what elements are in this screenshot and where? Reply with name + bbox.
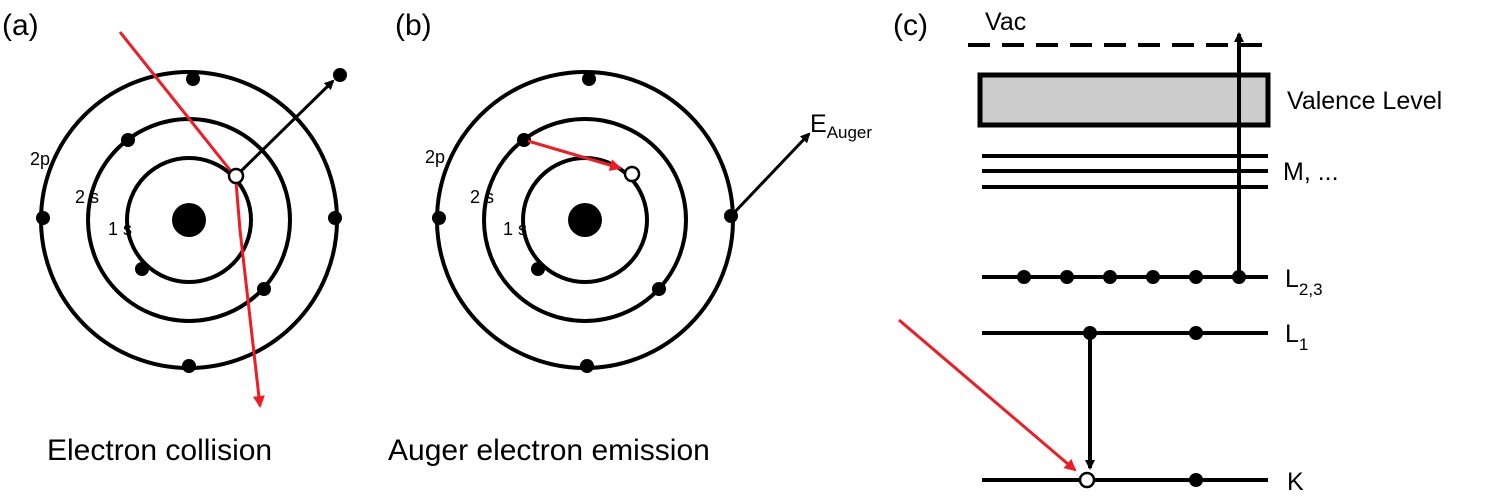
electron xyxy=(1103,270,1117,284)
relaxation-transition-arrow xyxy=(527,139,622,171)
electron xyxy=(582,72,596,86)
electron xyxy=(186,72,200,86)
ejected-electron xyxy=(333,68,347,82)
k-level-label: K xyxy=(1287,468,1304,496)
electron xyxy=(580,359,594,373)
shell-label-2p: 2p xyxy=(425,147,445,167)
electron xyxy=(652,282,666,296)
shell-label-2s: 2 s xyxy=(470,187,494,207)
valence-level-label: Valence Level xyxy=(1287,87,1442,115)
electron xyxy=(1146,270,1160,284)
shell-label-2p: 2p xyxy=(30,149,50,169)
shell-label-1s: 1 s xyxy=(108,219,132,239)
electron xyxy=(36,211,50,225)
electron xyxy=(121,133,135,147)
electron xyxy=(432,211,446,225)
electron xyxy=(1017,270,1031,284)
auger-energy-label: EAuger xyxy=(810,110,872,142)
m-levels-label: M, ... xyxy=(1283,158,1339,186)
panel-b-label: (b) xyxy=(395,9,432,42)
auger-emission-arrow xyxy=(729,132,811,218)
shell-label-2s: 2 s xyxy=(75,187,99,207)
electron xyxy=(1189,270,1203,284)
panel-a-label: (a) xyxy=(2,9,39,42)
orbit-1s xyxy=(125,156,253,284)
incident-electron-beam xyxy=(898,318,1077,472)
electron xyxy=(328,211,342,225)
electron xyxy=(182,359,196,373)
valence-band xyxy=(977,72,1271,128)
orbit-2s xyxy=(482,117,688,323)
electron xyxy=(1060,270,1074,284)
ejected-electron-arrow xyxy=(234,79,335,178)
nucleus xyxy=(568,203,602,237)
electron xyxy=(1189,473,1203,487)
electron xyxy=(517,133,531,147)
panel-c-label: (c) xyxy=(893,9,928,42)
panel-a-caption: Electron collision xyxy=(47,434,272,467)
electron xyxy=(135,262,149,276)
vacuum-level-label: Vac xyxy=(985,8,1026,36)
nucleus xyxy=(172,203,206,237)
core-hole xyxy=(227,167,245,185)
panel-c: (c) Vac Valence Level M, ... L2,3 L1 xyxy=(893,8,1442,496)
panel-b: (b) 2p 2 s 1 s EAuger Auger electron emi… xyxy=(388,9,872,467)
panel-b-caption: Auger electron emission xyxy=(388,434,710,467)
panel-a: (a) 2p 2 s 1 s Electron collision xyxy=(2,9,347,467)
l23-level-label: L2,3 xyxy=(1285,265,1323,299)
electron xyxy=(531,262,545,276)
electron xyxy=(1189,326,1203,340)
electron xyxy=(257,282,271,296)
l1-level-label: L1 xyxy=(1285,320,1308,354)
shell-label-1s: 1 s xyxy=(503,219,527,239)
core-hole xyxy=(623,165,641,183)
core-hole xyxy=(1078,471,1096,489)
